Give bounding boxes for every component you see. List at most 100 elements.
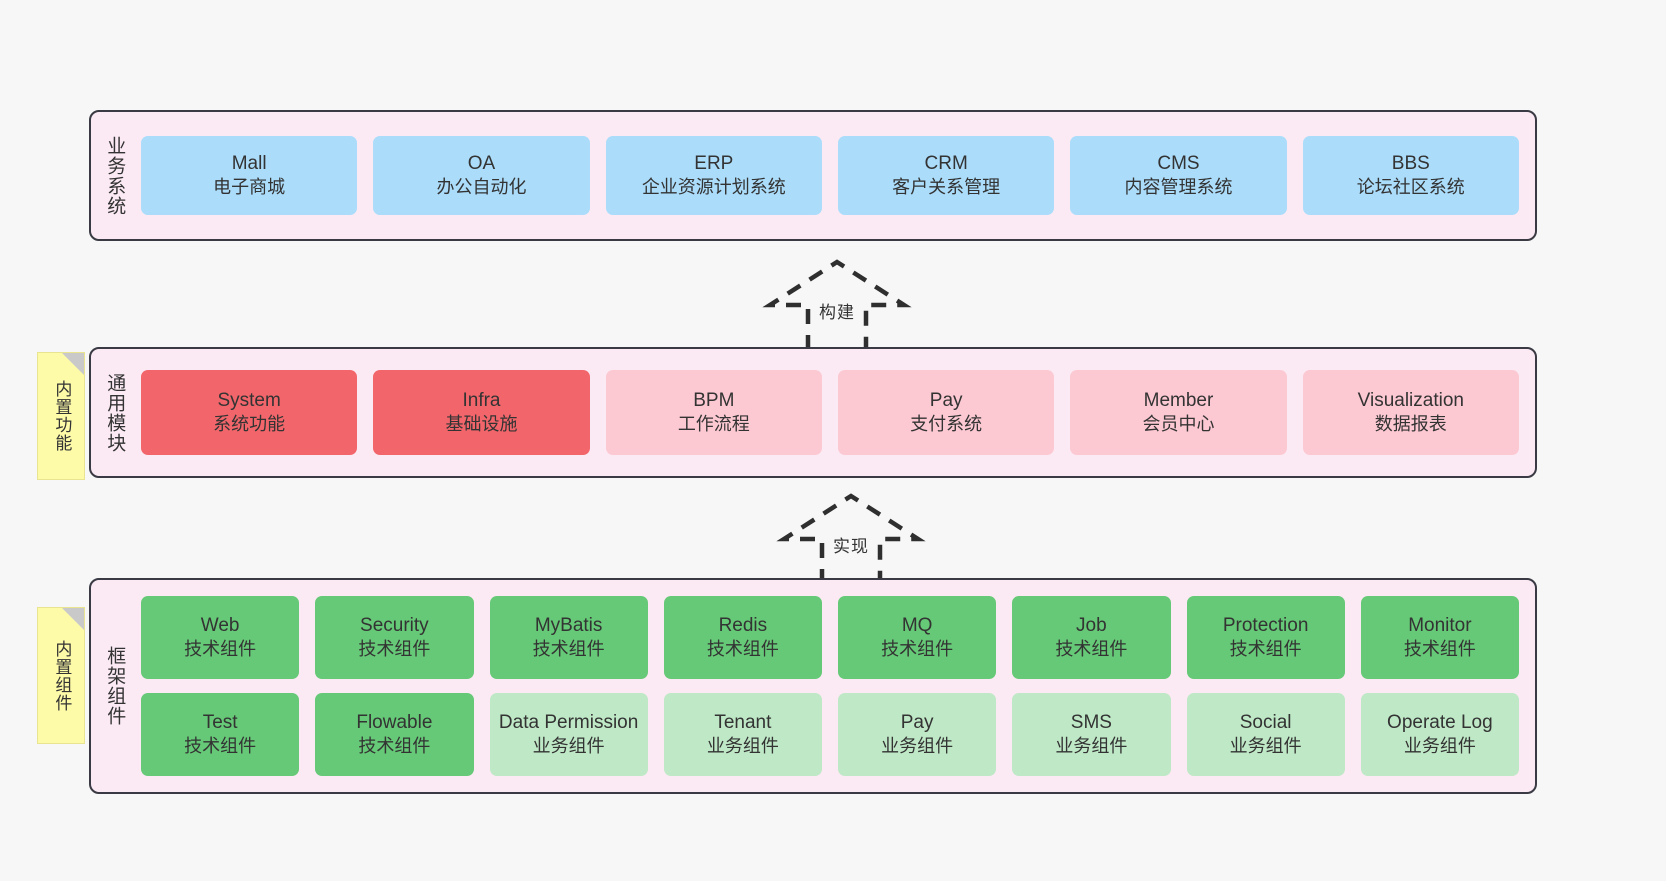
card-redis[interactable]: Redis 技术组件	[663, 596, 822, 679]
card-row: System 系统功能 Infra 基础设施 BPM 工作流程 Pay 支付系统…	[141, 370, 1519, 455]
card-visualization[interactable]: Visualization 数据报表	[1302, 370, 1519, 455]
card-subtitle: 技术组件	[1229, 639, 1302, 660]
card-title: Job	[1076, 614, 1107, 636]
layer-common-module: 通用模块 System 系统功能 Infra 基础设施 BPM 工作流程 Pay…	[89, 347, 1537, 478]
card-title: Flowable	[356, 711, 433, 733]
card-sms[interactable]: SMS 业务组件	[1012, 693, 1171, 776]
card-oa[interactable]: OA 办公自动化	[373, 136, 590, 215]
card-erp[interactable]: ERP 企业资源计划系统	[605, 136, 822, 215]
dashed-hollow-arrow-up-icon	[762, 259, 912, 350]
card-subtitle: 工作流程	[677, 414, 750, 435]
card-title: Protection	[1222, 614, 1309, 636]
layer-body-common-module: System 系统功能 Infra 基础设施 BPM 工作流程 Pay 支付系统…	[137, 349, 1535, 476]
card-subtitle: 技术组件	[358, 736, 431, 757]
connector-build: 构建	[762, 258, 912, 350]
sticky-note-builtin-component: 内置组件	[37, 607, 85, 744]
card-member[interactable]: Member 会员中心	[1070, 370, 1287, 455]
card-title: MyBatis	[534, 614, 603, 636]
card-subtitle: 业务组件	[1055, 736, 1128, 757]
card-title: Member	[1143, 389, 1214, 411]
card-subtitle: 基础设施	[445, 414, 518, 435]
card-subtitle: 技术组件	[1403, 639, 1476, 660]
card-operate-log[interactable]: Operate Log 业务组件	[1360, 693, 1519, 776]
card-cms[interactable]: CMS 内容管理系统	[1070, 136, 1287, 215]
card-subtitle: 业务组件	[532, 736, 605, 757]
layer-framework-component: 框架组件 Web 技术组件 Security 技术组件 MyBatis 技术组件…	[89, 578, 1537, 794]
sticky-note-label: 内置组件	[52, 639, 72, 712]
card-title: BBS	[1391, 152, 1430, 174]
card-title: Test	[202, 711, 238, 733]
layer-business-system: 业务系统 Mall 电子商城 OA 办公自动化 ERP 企业资源计划系统 CRM…	[89, 110, 1537, 241]
card-subtitle: 业务组件	[706, 736, 779, 757]
sticky-note-label: 内置功能	[52, 380, 72, 452]
card-subtitle: 技术组件	[184, 639, 257, 660]
card-pay[interactable]: Pay 支付系统	[837, 370, 1055, 455]
card-subtitle: 客户关系管理	[892, 177, 1001, 198]
card-subtitle: 电子商城	[213, 177, 286, 198]
card-mall[interactable]: Mall 电子商城	[141, 136, 358, 215]
card-subtitle: 办公自动化	[436, 177, 527, 198]
card-flowable[interactable]: Flowable 技术组件	[315, 693, 474, 776]
card-system[interactable]: System 系统功能	[141, 370, 358, 455]
card-subtitle: 会员中心	[1142, 414, 1215, 435]
card-title: Visualization	[1357, 389, 1464, 411]
connector-implement-label: 实现	[833, 537, 869, 556]
card-subtitle: 技术组件	[706, 639, 779, 660]
card-title: Web	[200, 614, 240, 636]
card-title: ERP	[694, 152, 734, 174]
sticky-note-builtin-feature: 内置功能	[37, 352, 85, 480]
card-title: Social	[1239, 711, 1292, 733]
card-subtitle: 技术组件	[184, 736, 257, 757]
card-monitor[interactable]: Monitor 技术组件	[1360, 596, 1519, 679]
card-data-permission[interactable]: Data Permission 业务组件	[489, 693, 648, 776]
card-mybatis[interactable]: MyBatis 技术组件	[489, 596, 648, 679]
layer-label-common-module: 通用模块	[104, 372, 126, 453]
card-title: CRM	[924, 152, 968, 174]
card-subtitle: 业务组件	[1403, 736, 1476, 757]
page-fold-icon	[62, 608, 84, 630]
card-subtitle: 企业资源计划系统	[641, 177, 786, 198]
card-title: OA	[467, 152, 496, 174]
card-subtitle: 业务组件	[1229, 736, 1302, 757]
card-subtitle: 技术组件	[1055, 639, 1128, 660]
card-title: CMS	[1157, 152, 1200, 174]
layer-body-framework-component: Web 技术组件 Security 技术组件 MyBatis 技术组件 Redi…	[137, 580, 1535, 792]
connector-build-label: 构建	[819, 303, 855, 322]
layer-label-framework-component: 框架组件	[104, 646, 126, 726]
layer-body-business-system: Mall 电子商城 OA 办公自动化 ERP 企业资源计划系统 CRM 客户关系…	[137, 112, 1535, 239]
card-bbs[interactable]: BBS 论坛社区系统	[1302, 136, 1519, 215]
card-security[interactable]: Security 技术组件	[315, 596, 474, 679]
card-job[interactable]: Job 技术组件	[1012, 596, 1171, 679]
card-row: Test 技术组件 Flowable 技术组件 Data Permission …	[141, 693, 1519, 776]
card-row: Web 技术组件 Security 技术组件 MyBatis 技术组件 Redi…	[141, 596, 1519, 679]
card-title: Operate Log	[1387, 711, 1493, 733]
card-title: Pay	[900, 711, 934, 733]
card-row: Mall 电子商城 OA 办公自动化 ERP 企业资源计划系统 CRM 客户关系…	[141, 136, 1519, 215]
card-title: Mall	[231, 152, 267, 174]
card-subtitle: 内容管理系统	[1124, 177, 1233, 198]
card-subtitle: 技术组件	[358, 639, 431, 660]
card-mq[interactable]: MQ 技术组件	[838, 596, 997, 679]
card-title: System	[217, 389, 281, 411]
card-protection[interactable]: Protection 技术组件	[1186, 596, 1345, 679]
card-social[interactable]: Social 业务组件	[1186, 693, 1345, 776]
card-crm[interactable]: CRM 客户关系管理	[837, 136, 1055, 215]
page-fold-icon	[62, 353, 84, 375]
card-tenant[interactable]: Tenant 业务组件	[663, 693, 822, 776]
card-title: Redis	[718, 614, 768, 636]
card-web[interactable]: Web 技术组件	[141, 596, 300, 679]
card-title: Security	[360, 614, 429, 636]
card-test[interactable]: Test 技术组件	[141, 693, 300, 776]
card-pay-business[interactable]: Pay 业务组件	[838, 693, 997, 776]
card-title: SMS	[1070, 711, 1112, 733]
card-infra[interactable]: Infra 基础设施	[373, 370, 590, 455]
card-subtitle: 支付系统	[910, 414, 983, 435]
card-title: MQ	[901, 614, 933, 636]
connector-implement: 实现	[776, 492, 926, 584]
card-subtitle: 数据报表	[1374, 414, 1447, 435]
card-subtitle: 业务组件	[881, 736, 954, 757]
card-bpm[interactable]: BPM 工作流程	[605, 370, 822, 455]
card-subtitle: 技术组件	[532, 639, 605, 660]
dashed-hollow-arrow-up-icon	[776, 493, 926, 584]
